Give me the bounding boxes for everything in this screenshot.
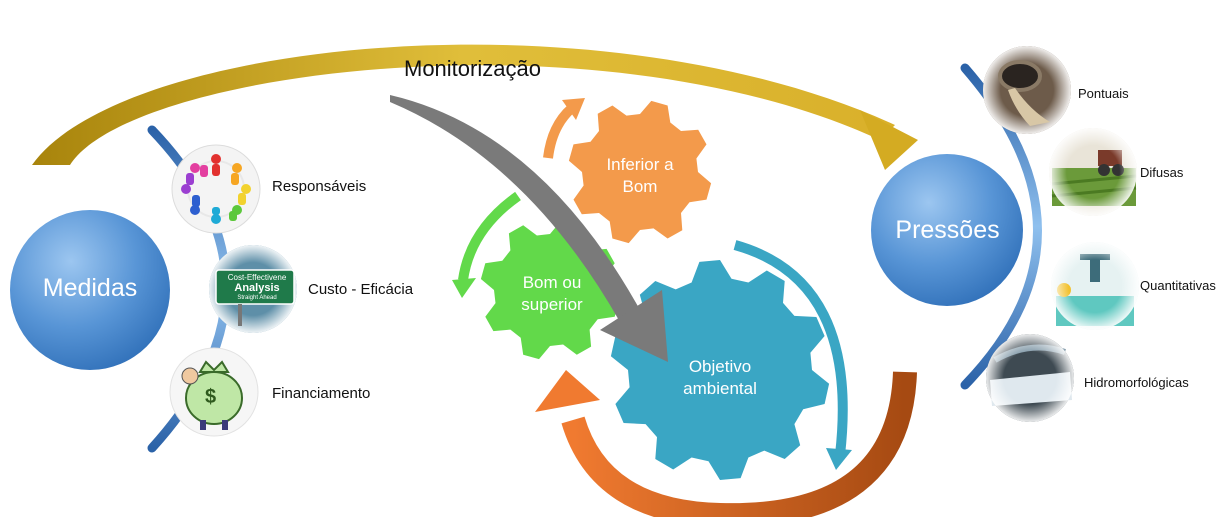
gear-objetivo-line-2: ambiental	[683, 379, 757, 398]
gear-inferior-line-1: Inferior a	[606, 155, 674, 174]
gear-bom-line-1: Bom ou	[522, 273, 582, 292]
monitoring-arrow	[390, 95, 668, 362]
orange-cycle-arrow	[543, 98, 585, 159]
sign-line-3: Straight Ahead	[237, 295, 277, 301]
gear-inferior-line-2: Bom	[622, 177, 658, 196]
pressoes-label: Pressões	[895, 216, 1000, 244]
sign-line-2: Analysis	[234, 282, 280, 294]
gear-bom-label: Bom ou superior	[497, 272, 607, 316]
item-difusas: Difusas	[1140, 165, 1184, 180]
item-quantitativas: Quantitativas	[1140, 278, 1216, 293]
monitoring-title: Monitorização	[404, 56, 541, 81]
objetivo-gear	[610, 260, 830, 480]
discharge-pipe-icon	[983, 46, 1071, 134]
medidas-label: Medidas	[42, 274, 138, 302]
medidas-circle	[10, 210, 170, 370]
green-cycle-arrow	[452, 191, 521, 298]
money-symbol: $	[205, 386, 217, 408]
gear-objetivo-line-1: Objetivo	[688, 357, 752, 376]
sign-text: Cost-Effectivene Analysis Straight Ahead	[218, 273, 296, 303]
gold-cycle-arrow	[32, 44, 918, 170]
gear-bom-line-2: superior	[521, 295, 583, 314]
money-bag-icon	[169, 347, 259, 437]
tractor-field-icon	[1049, 128, 1137, 216]
gear-shape	[568, 100, 712, 244]
item-custo-eficacia: Custo - Eficácia	[308, 281, 414, 298]
cost-effectiveness-sign-icon	[209, 245, 297, 333]
inferior-gear	[568, 100, 712, 244]
weir-dam-icon	[986, 334, 1074, 422]
gear-inferior-label: Inferior a Bom	[590, 154, 690, 198]
teal-cycle-arrow	[733, 240, 852, 470]
item-responsaveis: Responsáveis	[272, 178, 367, 195]
item-financiamento: Financiamento	[272, 385, 371, 402]
pressoes-circle	[871, 154, 1023, 306]
sign-line-1: Cost-Effectivene	[227, 273, 287, 282]
people-circle-icon	[171, 144, 261, 234]
orange-return-arrow	[535, 370, 917, 517]
water-abstraction-icon	[1051, 242, 1139, 330]
gear-shape	[610, 260, 830, 480]
gear-objetivo-label: Objetivo ambiental	[665, 356, 775, 400]
item-pontuais: Pontuais	[1078, 86, 1129, 101]
item-hidromorfologicas: Hidromorfológicas	[1084, 375, 1189, 390]
